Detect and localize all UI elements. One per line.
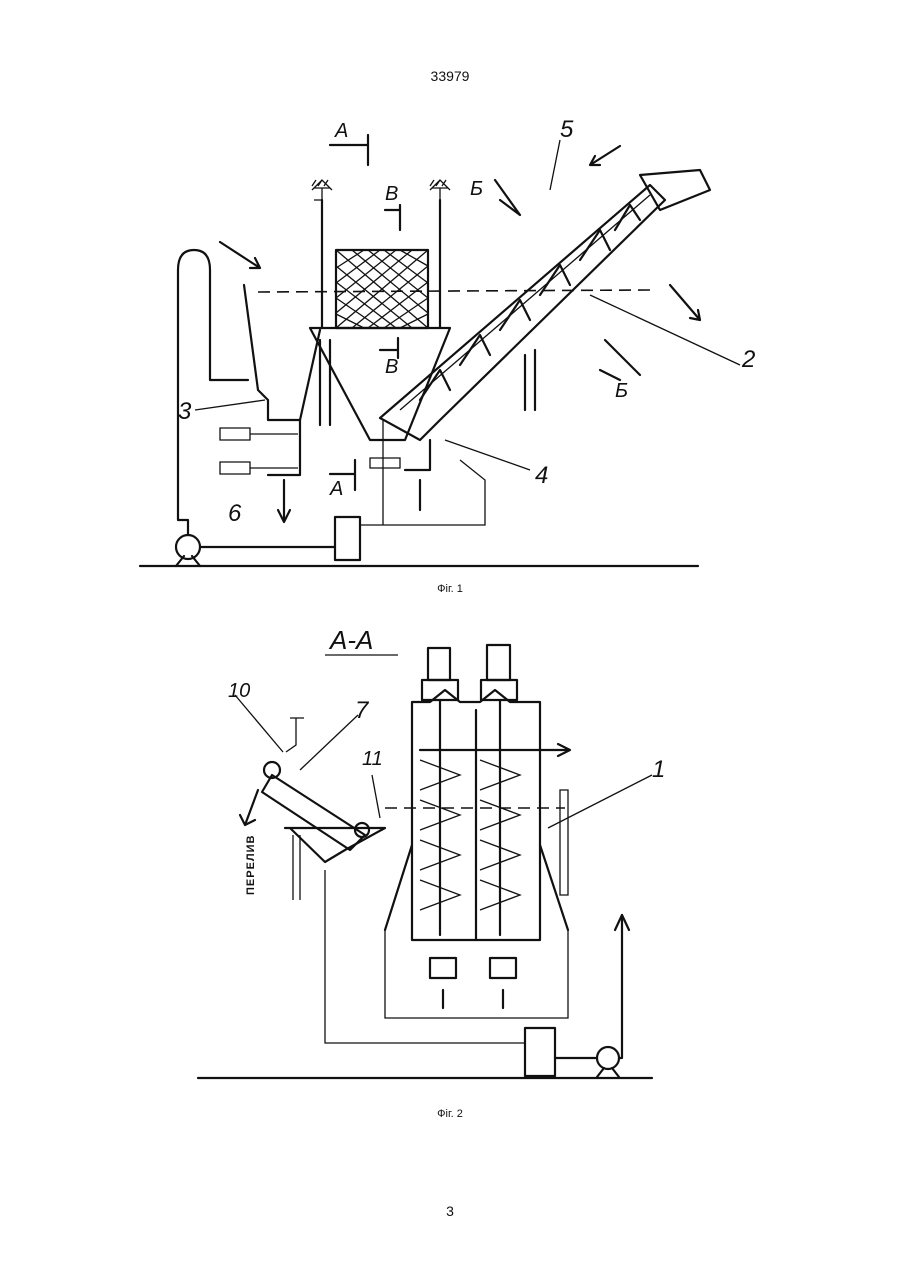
belt-conveyor-7 xyxy=(240,718,385,900)
figure-2-caption: Фіг. 2 xyxy=(0,1108,900,1120)
overflow-label: ПЕРЕЛИВ xyxy=(245,835,257,896)
callout-10: 10 xyxy=(228,680,250,703)
twin-screw-tank-1 xyxy=(385,645,570,1008)
callout-11: 11 xyxy=(362,748,383,771)
callout-7: 7 xyxy=(355,697,368,725)
section-title-a-a: А-А xyxy=(330,625,373,656)
callout-1: 1 xyxy=(652,756,665,784)
page-number: 3 xyxy=(0,1203,900,1219)
